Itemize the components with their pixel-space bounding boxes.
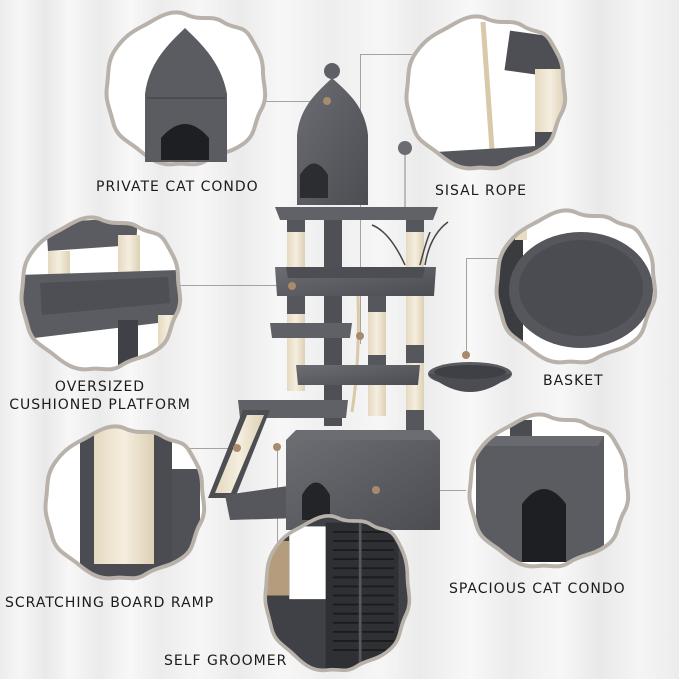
callout-circle-spacious-cat-condo	[466, 412, 631, 572]
label-oversized-platform-line1: OVERSIZED	[54, 379, 146, 395]
connector-line-platform	[180, 285, 290, 286]
label-sisal-rope: SISAL ROPE	[435, 183, 528, 199]
callout-circle-sisal-rope	[403, 14, 568, 174]
label-oversized-platform-line2: CUSHIONED PLATFORM	[9, 397, 191, 413]
callout-circle-private-cat-condo	[103, 10, 268, 170]
connector-line-ramp	[180, 448, 238, 449]
label-spacious-cat-condo: SPACIOUS CAT CONDO	[449, 581, 626, 597]
connector-line-private-condo	[265, 101, 315, 102]
label-basket: BASKET	[543, 373, 604, 389]
callout-circle-basket	[493, 208, 658, 368]
callout-circle-self-groomer	[262, 513, 412, 678]
label-scratching-board-ramp: SCRATCHING BOARD RAMP	[5, 595, 215, 611]
connector-line-basket-h	[466, 258, 502, 259]
connector-line-basket-v	[466, 258, 467, 353]
callout-circle-scratching-ramp	[42, 424, 207, 584]
label-self-groomer: SELF GROOMER	[164, 653, 288, 669]
callout-circle-oversized-platform	[18, 215, 183, 375]
connector-line-sisal-rope-h	[360, 54, 412, 55]
label-private-cat-condo: PRIVATE CAT CONDO	[96, 179, 259, 195]
